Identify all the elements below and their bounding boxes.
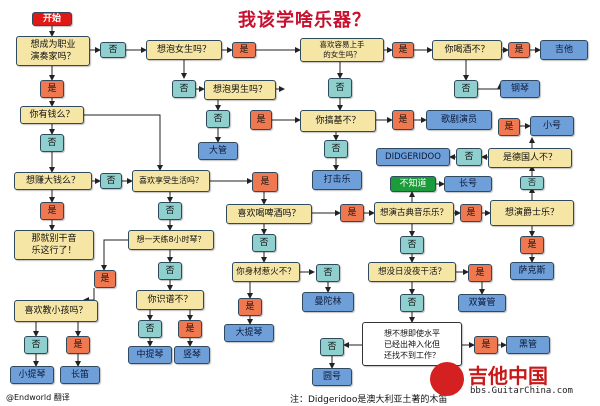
instrument-trumpet: 小号: [530, 116, 574, 136]
answer-yes: 是: [40, 80, 64, 98]
answer-no: 否: [138, 320, 162, 338]
answer-yes: 是: [508, 42, 530, 58]
question-classical: 想演古典音乐乐？: [374, 202, 454, 224]
question-hot-body: 你身材惹火不？: [232, 262, 300, 282]
answer-no: 否: [316, 264, 340, 282]
answer-yes: 是: [66, 336, 90, 354]
connector: [84, 114, 163, 171]
question-german: 是德国人不？: [488, 148, 572, 168]
question-girls: 想泡女生吗？: [146, 40, 222, 60]
answer-no: 否: [454, 80, 478, 98]
answer-no: 否: [158, 262, 182, 280]
connector: [101, 239, 128, 271]
question-drink: 你喝酒不？: [432, 40, 502, 60]
answer-no: 否: [324, 140, 348, 158]
question-work-hard: 想没日没夜干活？: [368, 262, 456, 282]
answer-yes: 是: [520, 236, 544, 254]
question-practice: 想一天练8小时琴？: [128, 230, 214, 250]
answer-unknown: 不知道: [390, 176, 436, 192]
footnote: 注：Didgeridoo是澳大利亚土著的木笛: [290, 395, 448, 405]
question-beer: 喜欢喝啤酒吗？: [226, 204, 312, 224]
answer-no: 否: [520, 176, 544, 190]
connector: [83, 288, 95, 303]
instrument-didgeridoo: DIDGERIDOO: [376, 148, 450, 166]
answer-yes: 是: [250, 110, 272, 130]
question-gay: 你搞基不？: [300, 110, 376, 132]
watermark-url: bbs.GuitarChina.com: [470, 386, 573, 396]
question-boys: 想泡男生吗？: [204, 80, 276, 100]
answer-no: 否: [172, 80, 196, 98]
answer-yes: 是: [392, 110, 414, 130]
answer-yes: 是: [340, 204, 364, 222]
question-unemployed: 想不想即使水平 已经出神入化但 还找不到工作？: [362, 322, 462, 366]
answer-no: 否: [252, 234, 276, 252]
connector: [478, 83, 503, 90]
instrument-viola: 中提琴: [128, 346, 172, 364]
instrument-piano: 钢琴: [500, 80, 540, 98]
start-node: 开始: [32, 12, 72, 26]
answer-no: 否: [100, 42, 126, 58]
question-jazz: 想演爵士乐？: [490, 200, 574, 226]
answer-no: 否: [158, 202, 182, 220]
instrument-oboe: 双簧管: [458, 294, 506, 312]
instrument-opera: 歌剧演员: [426, 110, 492, 130]
watermark-text: 吉他中国: [468, 364, 548, 388]
instrument-guitar: 吉他: [540, 40, 588, 60]
answer-yes: 是: [468, 264, 492, 282]
instrument-cello: 大提琴: [224, 324, 274, 342]
answer-no: 否: [100, 173, 122, 189]
instrument-percussion: 打击乐: [312, 170, 362, 190]
instrument-clarinet: 黑管: [506, 336, 550, 354]
answer-yes: 是: [474, 336, 498, 354]
instrument-violin: 小提琴: [10, 366, 54, 384]
instrument-saxophone: 萨克斯: [510, 262, 554, 280]
answer-no: 否: [328, 78, 352, 98]
question-enjoy: 喜欢享受生活吗？: [132, 170, 210, 192]
answer-yes: 是: [94, 270, 116, 288]
answer-no: 否: [400, 294, 424, 312]
answer-no: 否: [206, 110, 230, 128]
instrument-trombone: 长号: [444, 176, 492, 192]
question-pro: 想成为职业 演奏家吗？: [16, 36, 90, 66]
answer-yes: 是: [252, 172, 278, 192]
answer-yes: 是: [232, 42, 256, 58]
chart-title: 我该学啥乐器？: [238, 10, 371, 31]
answer-yes: 是: [40, 202, 64, 220]
question-money: 想赚大钱么？: [14, 172, 92, 190]
translator-credit: @Endworld 翻译: [6, 393, 70, 402]
site-watermark: 吉他中国 bbs.GuitarChina.com: [430, 360, 598, 404]
answer-yes: 是: [238, 298, 262, 316]
instrument-french-horn: 圆号: [312, 368, 352, 386]
answer-no: 否: [24, 336, 48, 354]
answer-yes: 是: [392, 42, 414, 58]
instrument-harp: 竖琴: [174, 346, 210, 364]
question-easy: 喜欢容易上手 的女生吗？: [300, 38, 384, 62]
answer-no: 否: [40, 134, 64, 152]
instrument-mandolin: 曼陀林: [302, 292, 354, 312]
answer-yes: 是: [178, 320, 202, 338]
answer-no: 否: [320, 338, 344, 356]
end-quit-music: 那就别干音 乐这行了！: [14, 230, 94, 260]
answer-yes: 是: [460, 204, 482, 222]
answer-no: 否: [400, 236, 424, 254]
watermark-logo-icon: [430, 362, 464, 396]
instrument-bassoon: 大管: [198, 142, 238, 160]
answer-no: 否: [456, 148, 482, 166]
question-rich: 你有钱么？: [20, 106, 84, 124]
question-read-music: 你识谱不？: [136, 290, 204, 310]
answer-yes: 是: [498, 118, 520, 136]
question-teach-kids: 喜欢教小孩吗？: [14, 300, 98, 322]
instrument-flute: 长笛: [60, 366, 100, 384]
